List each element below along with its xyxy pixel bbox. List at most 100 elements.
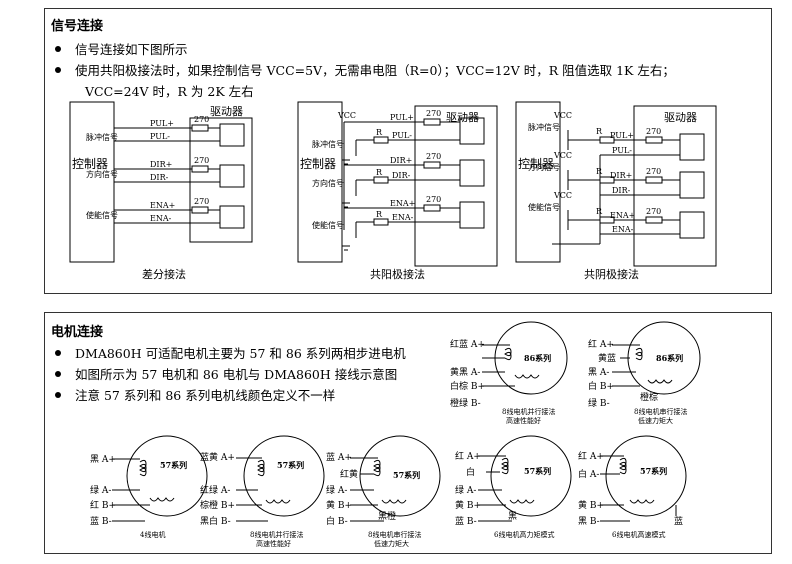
vcc-label: VCC <box>553 191 572 200</box>
bullet-dot <box>55 66 61 73</box>
motor-57-8wire-serial <box>350 435 441 522</box>
wire-label: 蓝 A+ <box>326 451 352 463</box>
pin-label: ENA+ <box>390 199 415 208</box>
pin-label: ENA- <box>392 213 414 222</box>
wire-label: 黑橙 <box>378 510 396 522</box>
motor-bullet-1: DMA860H 可适配电机主要为 57 和 86 系列两相步进电机 <box>55 343 406 362</box>
wire-label: 棕橙 B+ <box>200 499 235 511</box>
pin-label: PUL- <box>392 131 412 140</box>
vcc-label: VCC <box>337 111 356 120</box>
wire-label: 红绿 A- <box>200 484 230 496</box>
wire-label: 黄黑 A- <box>450 366 480 378</box>
r-label: R <box>376 128 383 137</box>
resistor-label: 270 <box>426 152 441 161</box>
controller-label: 控制器 <box>72 157 108 171</box>
series-label: 86系列 <box>656 353 683 363</box>
motor-caption: 高速性能好 <box>256 539 291 548</box>
motor-86-parallel <box>482 321 568 395</box>
r-label: R <box>376 168 383 177</box>
wire-label: 绿 A- <box>326 484 347 496</box>
pin-label: DIR+ <box>150 160 172 169</box>
series-label: 57系列 <box>524 466 551 476</box>
motor-caption: 8线电机串行接法 <box>368 530 421 539</box>
resistor-label: 270 <box>646 127 661 136</box>
signal-section-title: 信号连接 <box>51 19 104 34</box>
wire-label: 黑 A+ <box>90 454 116 465</box>
resistor-label: 270 <box>646 207 661 216</box>
motor-caption: 8线电机并行接法 <box>502 407 555 416</box>
wire-label: 绿 B- <box>588 397 610 409</box>
bullet-dot <box>55 391 61 398</box>
wire-label: 白棕 B+ <box>450 380 485 392</box>
pin-label: DIR+ <box>610 171 632 180</box>
signal-label: 使能信号 <box>528 202 560 212</box>
wire-label: 白 B+ <box>588 380 614 392</box>
wire-label: 白 <box>466 466 475 478</box>
motor-caption: 4线电机 <box>140 530 165 539</box>
signal-label: 脉冲信号 <box>312 139 344 149</box>
driver-label: 驱动器 <box>210 105 243 118</box>
wire-label: 红 A+ <box>588 338 614 350</box>
signal-label: 方向信号 <box>86 169 118 179</box>
wire-label: 蓝 B- <box>90 515 112 527</box>
signal-label: 使能信号 <box>86 210 118 220</box>
wire-label: 黑 <box>508 511 517 522</box>
pin-label: PUL+ <box>390 113 414 122</box>
wire-label: 蓝黄 A+ <box>200 451 235 463</box>
r-label: R <box>596 167 603 176</box>
motor-57-8wire-parallel <box>236 435 325 522</box>
signal-bullet-2: 使用共阳极接法时，如果控制信号 VCC=5V，无需串电阻（R=0）；VCC=12… <box>55 60 675 79</box>
wire-label: 白 B- <box>326 515 348 527</box>
controller-label: 控制器 <box>300 157 336 171</box>
r-label: R <box>376 210 383 219</box>
motor-caption: 低速力矩大 <box>374 539 409 548</box>
driver-label: 驱动器 <box>446 111 479 124</box>
wire-label: 黄蓝 <box>598 352 616 364</box>
caption-common-cathode: 共阴极接法 <box>584 267 639 281</box>
pin-label: PUL+ <box>150 119 174 128</box>
motor-caption: 6线电机高力矩模式 <box>494 530 554 539</box>
signal-connection-panel: 信号连接 信号连接如下图所示 使用共阳极接法时，如果控制信号 VCC=5V，无需… <box>44 8 772 294</box>
bullet-dot <box>55 45 61 52</box>
wire-label: 黑 A- <box>588 367 609 378</box>
pin-label: ENA+ <box>150 201 175 210</box>
driver-box <box>189 117 253 243</box>
wire-label: 黄 B+ <box>578 499 604 511</box>
vcc-label: VCC <box>553 111 572 120</box>
motor-section-title: 电机连接 <box>51 325 104 340</box>
pin-label: PUL- <box>150 132 170 141</box>
motor-caption: 高速性能好 <box>506 416 541 425</box>
signal-bullet-3: VCC=24V 时，R 为 2K 左右 <box>85 84 254 99</box>
r-label: R <box>596 127 603 136</box>
wire-label: 黄 B+ <box>455 499 481 511</box>
pin-label: ENA- <box>150 214 172 223</box>
resistor-label: 270 <box>194 115 209 124</box>
resistor-label: 270 <box>194 156 209 165</box>
controller-box <box>515 101 561 263</box>
wire-label: 红 A+ <box>578 450 604 462</box>
resistor-label: 270 <box>646 167 661 176</box>
pin-label: DIR- <box>392 171 411 180</box>
driver-box <box>414 105 498 267</box>
pin-label: ENA- <box>612 225 634 234</box>
wire-label: 黑 B- <box>578 516 600 527</box>
series-label: 86系列 <box>524 353 551 363</box>
motor-bullet-3: 注意 57 系列和 86 系列电机线颜色定义不一样 <box>55 385 335 404</box>
bullet-dot <box>55 349 61 356</box>
caption-differential: 差分接法 <box>142 267 186 281</box>
motor-57-4wire <box>112 435 208 522</box>
diagram-common-anode <box>297 101 498 267</box>
controller-box <box>297 101 343 263</box>
driver-label: 驱动器 <box>664 111 697 124</box>
series-label: 57系列 <box>393 470 420 480</box>
motor-bullet-2: 如图所示为 57 电机和 86 电机与 DMA860H 接线示意图 <box>55 364 397 383</box>
signal-bullet-1: 信号连接如下图所示 <box>55 39 188 58</box>
motor-57-6wire-torque <box>478 435 572 522</box>
wire-label: 红黄 <box>340 468 358 480</box>
signal-label: 使能信号 <box>312 220 344 230</box>
caption-common-anode: 共阳极接法 <box>370 267 425 281</box>
motor-connection-panel: 电机连接 DMA860H 可适配电机主要为 57 和 86 系列两相步进电机 如… <box>44 312 772 554</box>
bullet-dot <box>55 370 61 377</box>
series-label: 57系列 <box>160 460 187 470</box>
signal-label: 方向信号 <box>528 162 560 172</box>
